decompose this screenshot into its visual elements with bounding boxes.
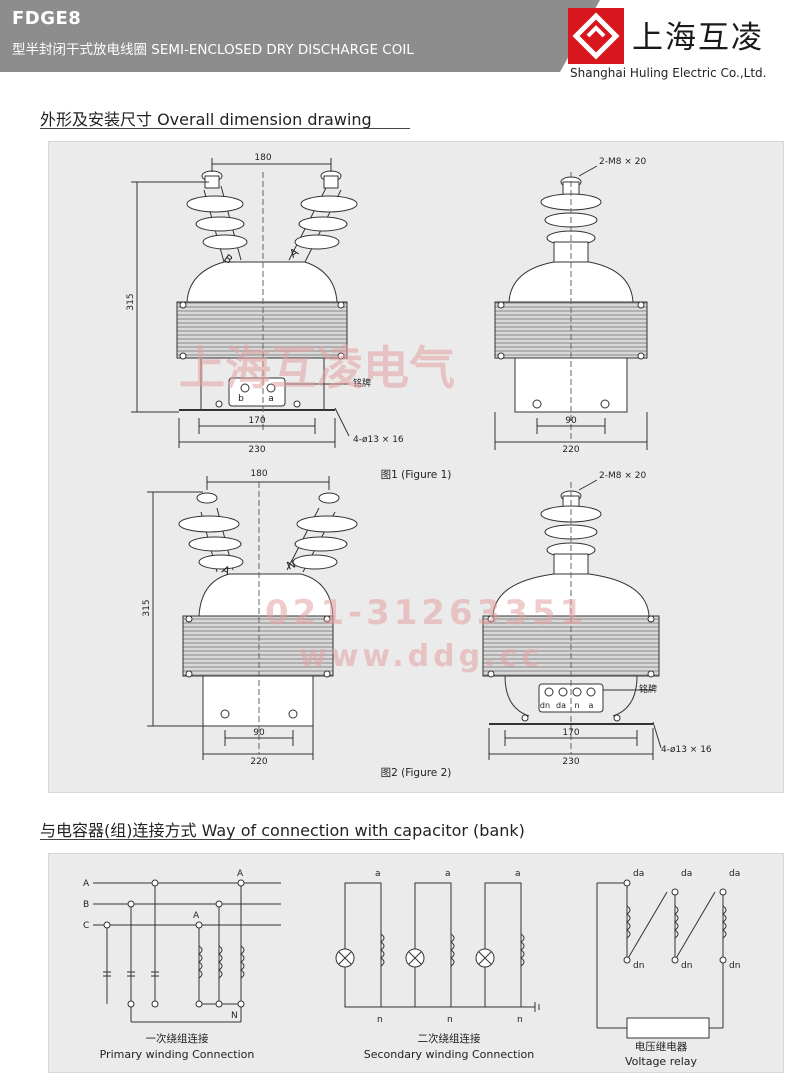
relay-bottom-label-1: dn	[633, 961, 644, 971]
fig1-sec-right: a	[268, 394, 274, 404]
primary-winding-diagram	[93, 882, 281, 1023]
section-title-connection: 与电容器(组)连接方式 Way of connection with capac…	[40, 821, 525, 840]
phase-c-label: C	[83, 921, 89, 931]
fig2-side-view	[482, 479, 662, 760]
relay-top-label-2: da	[681, 869, 692, 879]
page-header: FDGE8 型半封闭干式放电线圈 SEMI-ENCLOSED DRY DISCH…	[0, 0, 810, 86]
voltage-relay-diagram	[596, 882, 727, 1039]
section-title-dimensions: 外形及安装尺寸 Overall dimension drawing	[40, 110, 372, 129]
fig2-side-base: 220	[250, 757, 267, 767]
fig1-dim-mount: 170	[248, 416, 265, 426]
secondary-caption-en: Secondary winding Connection	[364, 1048, 535, 1061]
watermark-cn: 上海互凌电气	[179, 341, 455, 395]
fig1-dim-height: 315	[126, 293, 136, 310]
header-band	[0, 0, 600, 72]
section-divider	[40, 128, 410, 129]
model-subtitle: 型半封闭干式放电线圈 SEMI-ENCLOSED DRY DISCHARGE C…	[12, 42, 414, 58]
secondary-top-label-1: a	[375, 869, 381, 879]
fig2-sec-label-da: da	[556, 701, 566, 710]
primary-top-label: A	[237, 869, 244, 879]
watermark-web: www.ddg.cc	[299, 639, 543, 674]
fig1-terminal-right: A	[287, 245, 301, 260]
connection-diagrams: A B C A A N 一次绕组连接 Primary winding Conne…	[83, 869, 740, 1068]
fig2-sec-label-dn: dn	[540, 701, 550, 710]
relay-bottom-label-2: dn	[681, 961, 692, 971]
secondary-top-label-2: a	[445, 869, 451, 879]
relay-bottom-label-3: dn	[729, 961, 740, 971]
fig1-side-mount: 90	[565, 416, 577, 426]
fig1-side-bolts: 2-M8 × 20	[599, 157, 646, 167]
secondary-top-label-3: a	[515, 869, 521, 879]
company-name-cn: 上海互凌	[632, 20, 764, 56]
fig2-nameplate: 铭牌	[639, 683, 657, 695]
relay-top-label-3: da	[729, 869, 740, 879]
section-divider-2	[40, 839, 410, 840]
secondary-winding-diagram	[335, 882, 540, 1012]
fig1-dim-top: 180	[254, 153, 271, 163]
model-title: FDGE8	[12, 8, 82, 29]
fig2-front-view	[147, 476, 358, 760]
fig2-dim-top: 180	[250, 469, 267, 479]
fig1-insulator-right	[288, 170, 358, 263]
fig2-side-bolts: 2-M8 × 20	[599, 471, 646, 481]
primary-mid-label: A	[193, 911, 200, 921]
dimension-drawing-panel: 180 315 B A b a 铭牌 170 230 4-ø13 × 16 2-…	[48, 141, 784, 793]
fig1-dim-base: 230	[248, 445, 265, 455]
fig2-side-mount: 90	[253, 728, 265, 738]
fig1-holes: 4-ø13 × 16	[353, 435, 404, 445]
phase-a-label: A	[83, 879, 90, 889]
fig2-holes: 4-ø13 × 16	[661, 745, 712, 755]
fig1-side-view	[494, 165, 648, 450]
relay-caption-cn: 电压继电器	[635, 1040, 688, 1053]
company-name-en: Shanghai Huling Electric Co.,Ltd.	[570, 66, 767, 80]
company-logo-icon	[568, 8, 624, 64]
dimension-drawings: 180 315 B A b a 铭牌 170 230 4-ø13 × 16 2-…	[126, 153, 712, 779]
fig1-front-view	[131, 158, 358, 448]
fig1-nameplate: 铭牌	[353, 377, 371, 389]
fig2-dim-height: 315	[142, 599, 152, 616]
fig1-insulator-left	[186, 170, 248, 263]
fig2-sec-label-n: n	[574, 701, 579, 710]
phase-b-label: B	[83, 900, 89, 910]
secondary-bottom-label-1: n	[377, 1015, 383, 1025]
secondary-caption-cn: 二次绕组连接	[418, 1032, 481, 1045]
connection-diagram-panel: A B C A A N 一次绕组连接 Primary winding Conne…	[48, 853, 784, 1073]
fig1-side-base: 220	[562, 445, 579, 455]
fig2-dim-mount: 170	[562, 728, 579, 738]
fig2-sec-label-a: a	[589, 701, 594, 710]
secondary-bottom-label-3: n	[517, 1015, 523, 1025]
fig2-caption: 图2 (Figure 2)	[381, 767, 452, 779]
fig1-caption: 图1 (Figure 1)	[381, 469, 452, 481]
primary-neutral-label: N	[231, 1011, 238, 1021]
secondary-bottom-label-2: n	[447, 1015, 453, 1025]
relay-top-label-1: da	[633, 869, 644, 879]
relay-caption-en: Voltage relay	[625, 1055, 698, 1068]
fig2-dim-base: 230	[562, 757, 579, 767]
primary-caption-en: Primary winding Connection	[100, 1048, 255, 1061]
fig1-sec-left: b	[238, 394, 244, 404]
primary-caption-cn: 一次绕组连接	[146, 1032, 209, 1045]
watermark-tel: 021-31263351	[265, 593, 587, 633]
